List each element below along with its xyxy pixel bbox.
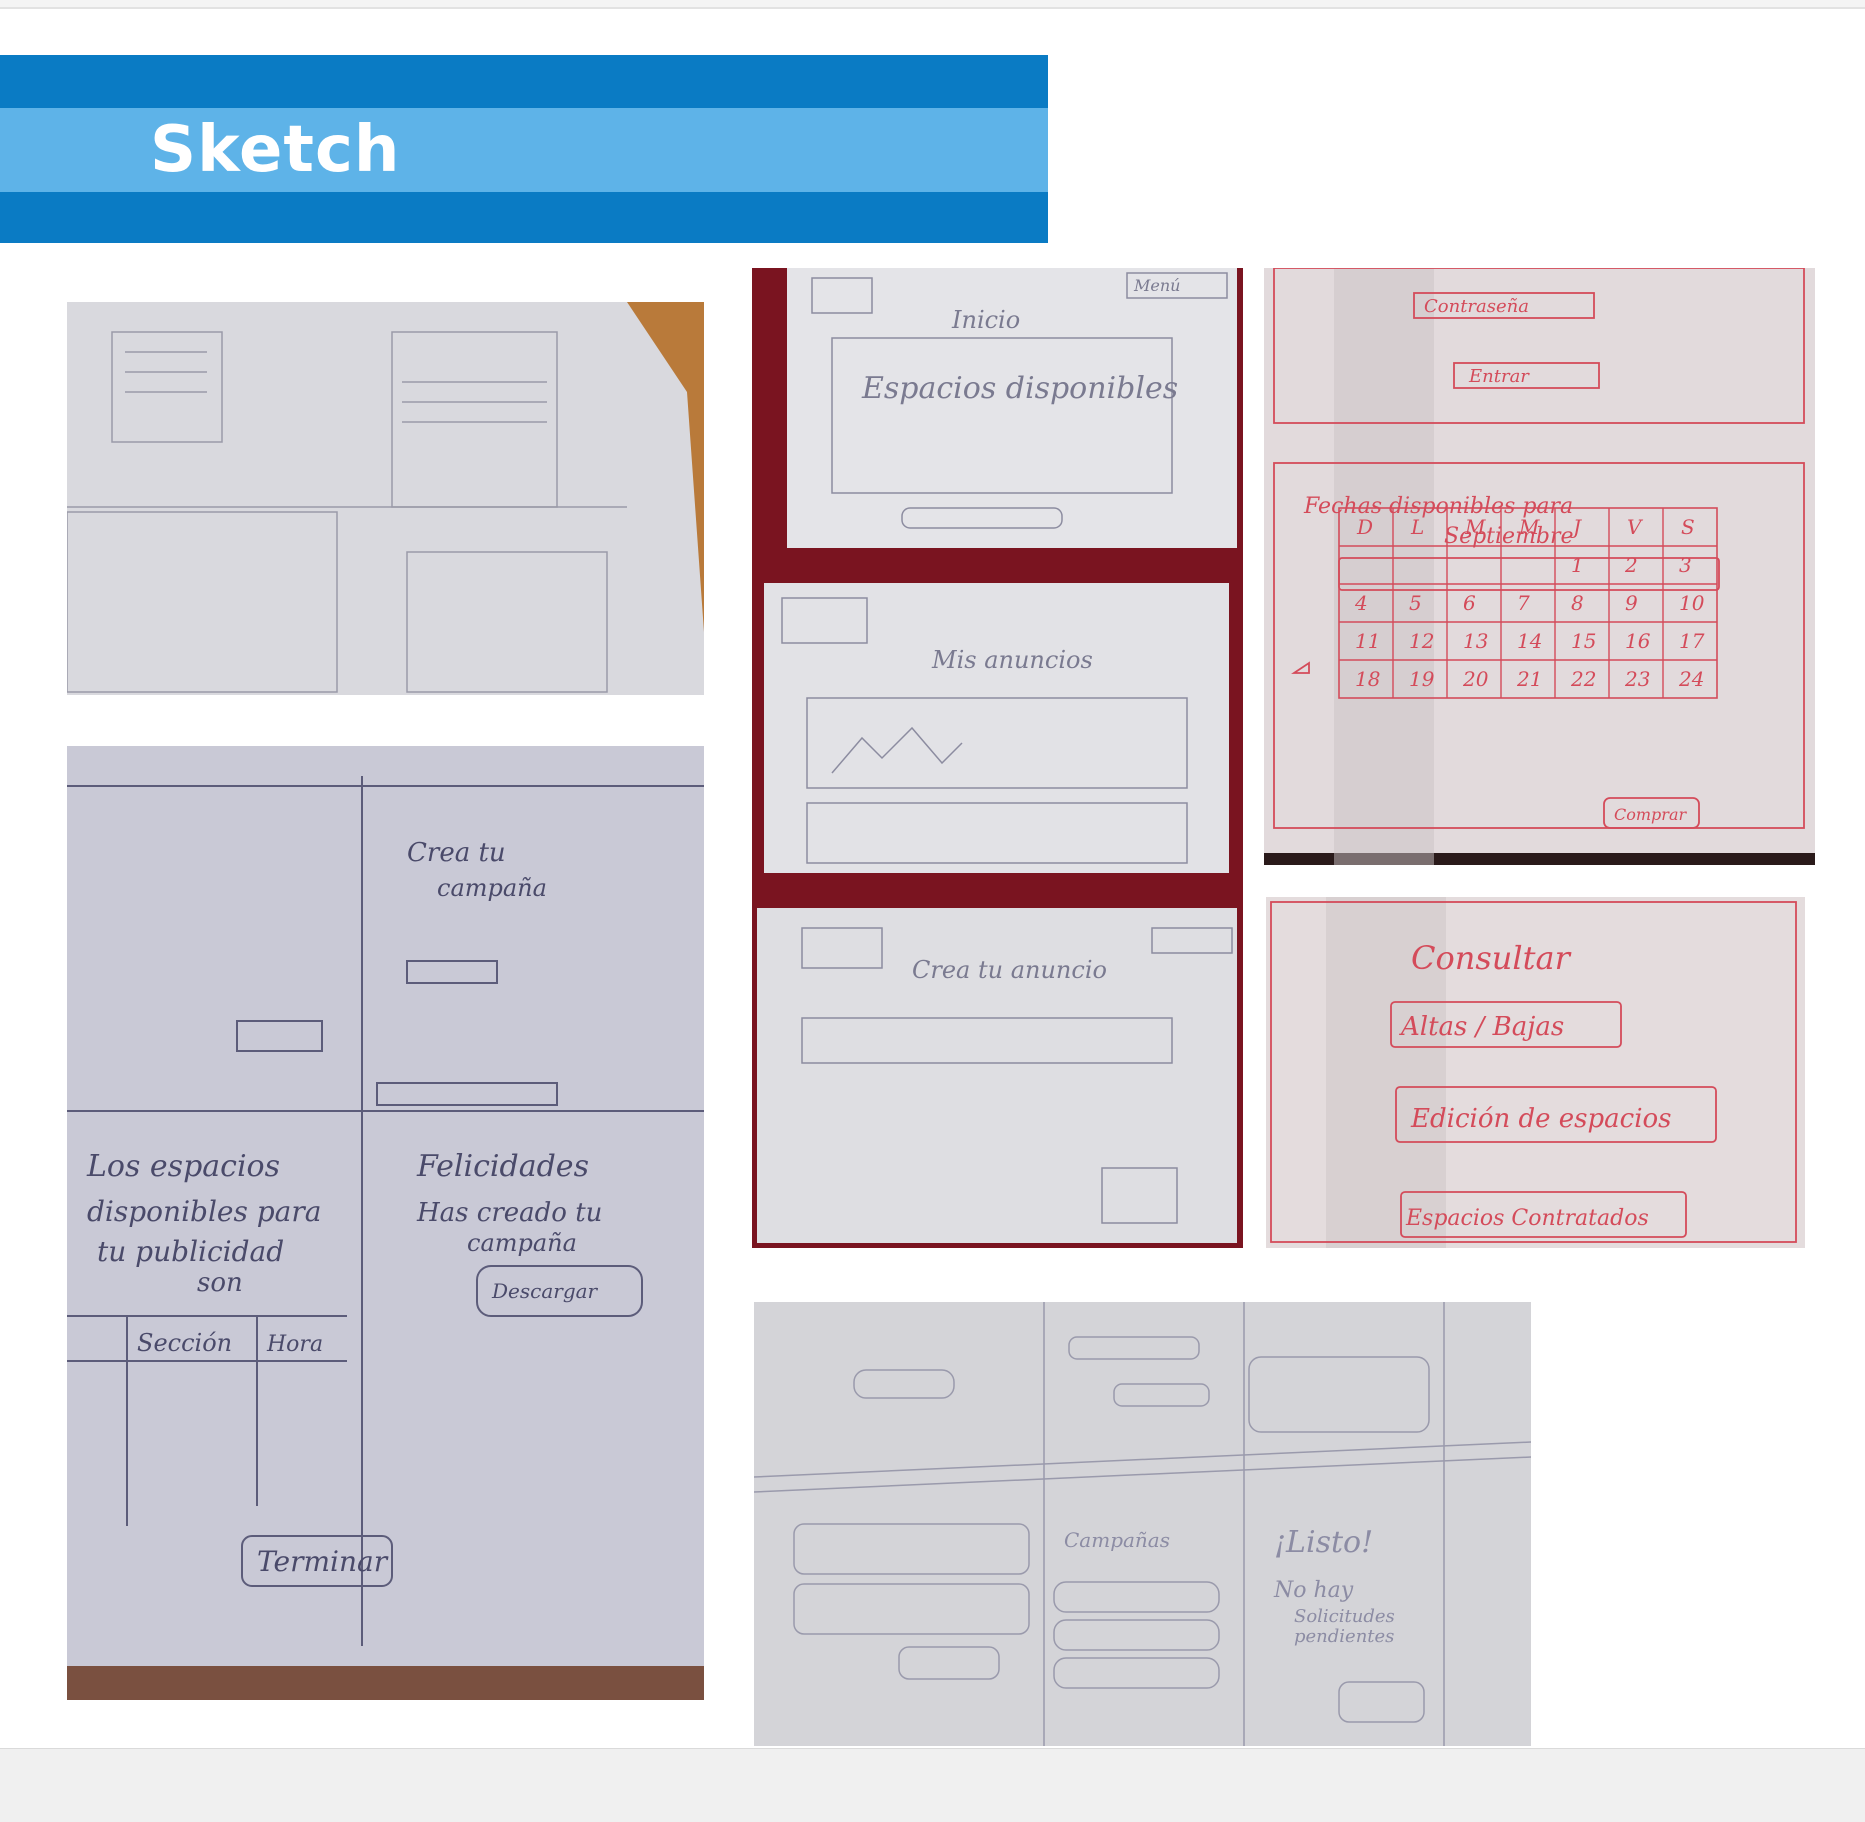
sketch-photo-1 [67, 302, 704, 695]
calendar-day-header: M [1518, 515, 1540, 539]
slide-title: Sketch [150, 113, 401, 187]
calendar-frame [1338, 507, 1718, 699]
calendar-day-header: M [1464, 515, 1486, 539]
calendar-day-cell: 18 [1355, 667, 1380, 691]
calendar-day-cell: 1 [1571, 553, 1584, 577]
calendar-day-cell: 23 [1624, 667, 1650, 691]
calendar-day-cell: 17 [1679, 629, 1705, 653]
sketch-photo-4: Contraseña Entrar Fechas disponibles par… [1264, 268, 1815, 865]
photo6-text-2: No hay [1273, 1578, 1354, 1603]
photo4-text-1: Contraseña [1424, 296, 1529, 317]
photo2-text-12: Crea tu [407, 838, 506, 868]
calendar-day-cell: 24 [1678, 667, 1704, 691]
photo2-text-4: son [197, 1268, 243, 1298]
calendar-day-cell: 14 [1517, 629, 1542, 653]
calendar-day-header: V [1627, 515, 1644, 539]
sketch-photo-6: ¡Listo! No hay Solicitudes pendientes Ca… [754, 1302, 1531, 1746]
calendar-day-header: S [1681, 515, 1695, 539]
photo3-text-2: Espacios disponibles [861, 371, 1178, 406]
photo3-text-5: Menú [1133, 276, 1180, 295]
slide-bottom-bar [0, 1748, 1865, 1822]
photo2-text-2: disponibles para [87, 1195, 321, 1228]
photo2-text-6: Hora [266, 1332, 323, 1357]
title-banner: Sketch [0, 55, 1048, 243]
photo5-text-1: Consultar [1411, 939, 1572, 977]
calendar-day-cell: 22 [1570, 667, 1596, 691]
photo3-text-1: Inicio [951, 306, 1020, 334]
calendar-day-cell: 21 [1516, 667, 1542, 691]
photo2-text-1: Los espacios [86, 1149, 280, 1184]
calendar-day-cell: 12 [1409, 629, 1434, 653]
calendar-day-cell: 13 [1463, 629, 1488, 653]
calendar-day-cell: 4 [1354, 591, 1368, 615]
photo2-text-5: Sección [137, 1329, 232, 1357]
calendar-day-header: L [1410, 515, 1424, 539]
sketch-photo-2: Los espacios disponibles para tu publici… [67, 746, 704, 1700]
calendar-day-cell: 10 [1679, 591, 1705, 615]
photo5-text-3: Edición de espacios [1410, 1104, 1672, 1134]
photo2-text-13: campaña [437, 874, 547, 902]
photo4-text-5: Comprar [1614, 805, 1687, 824]
calendar-day-header: J [1569, 515, 1582, 539]
window-top-border [0, 0, 1865, 9]
photo4-text-2: Entrar [1468, 366, 1530, 387]
calendar-day-cell: 2 [1624, 553, 1638, 577]
photo2-text-10: campaña [467, 1229, 577, 1257]
sketch-photo-5: Consultar Altas / Bajas Edición de espac… [1266, 897, 1805, 1248]
calendar-day-cell: 7 [1517, 591, 1530, 615]
photo5-text-4: Espacios Contratados [1405, 1206, 1649, 1231]
photo2-text-9: Has creado tu [416, 1198, 602, 1228]
calendar-day-cell: 3 [1679, 553, 1692, 577]
photo2-text-3: tu publicidad [97, 1235, 284, 1268]
calendar-day-cell: 6 [1463, 591, 1476, 615]
photo5-text-2: Altas / Bajas [1399, 1012, 1564, 1042]
calendar-day-cell: 15 [1571, 629, 1596, 653]
calendar-day-cell: 9 [1625, 591, 1638, 615]
photo6-text-3: Solicitudes [1294, 1606, 1395, 1627]
calendar-day-cell: 19 [1409, 667, 1435, 691]
calendar-day-header: D [1356, 515, 1373, 539]
calendar-day-cell: 16 [1625, 629, 1651, 653]
photo6-text-1: ¡Listo! [1274, 1525, 1373, 1560]
photo2-text-8: Felicidades [416, 1149, 589, 1184]
photo4-text-4: Septiembre [1444, 524, 1574, 549]
title-banner-stripe [0, 108, 1048, 192]
photo3-text-4: Crea tu anuncio [912, 956, 1107, 984]
calendar-day-cell: 8 [1571, 591, 1584, 615]
photo3-text-3: Mis anuncios [931, 646, 1093, 674]
photo2-text-7: Terminar [257, 1545, 389, 1578]
calendar-day-cell: 20 [1462, 667, 1489, 691]
photo6-text-4: pendientes [1294, 1626, 1394, 1647]
photo4-text-3: Fechas disponibles para [1303, 494, 1573, 519]
sketch-photo-3: Inicio Espacios disponibles Mis anuncios… [752, 268, 1243, 1248]
photo6-text-5: Campañas [1064, 1528, 1170, 1552]
photo2-text-11: Descargar [491, 1279, 599, 1303]
calendar-day-cell: 11 [1355, 629, 1380, 653]
calendar-day-cell: 5 [1409, 591, 1422, 615]
